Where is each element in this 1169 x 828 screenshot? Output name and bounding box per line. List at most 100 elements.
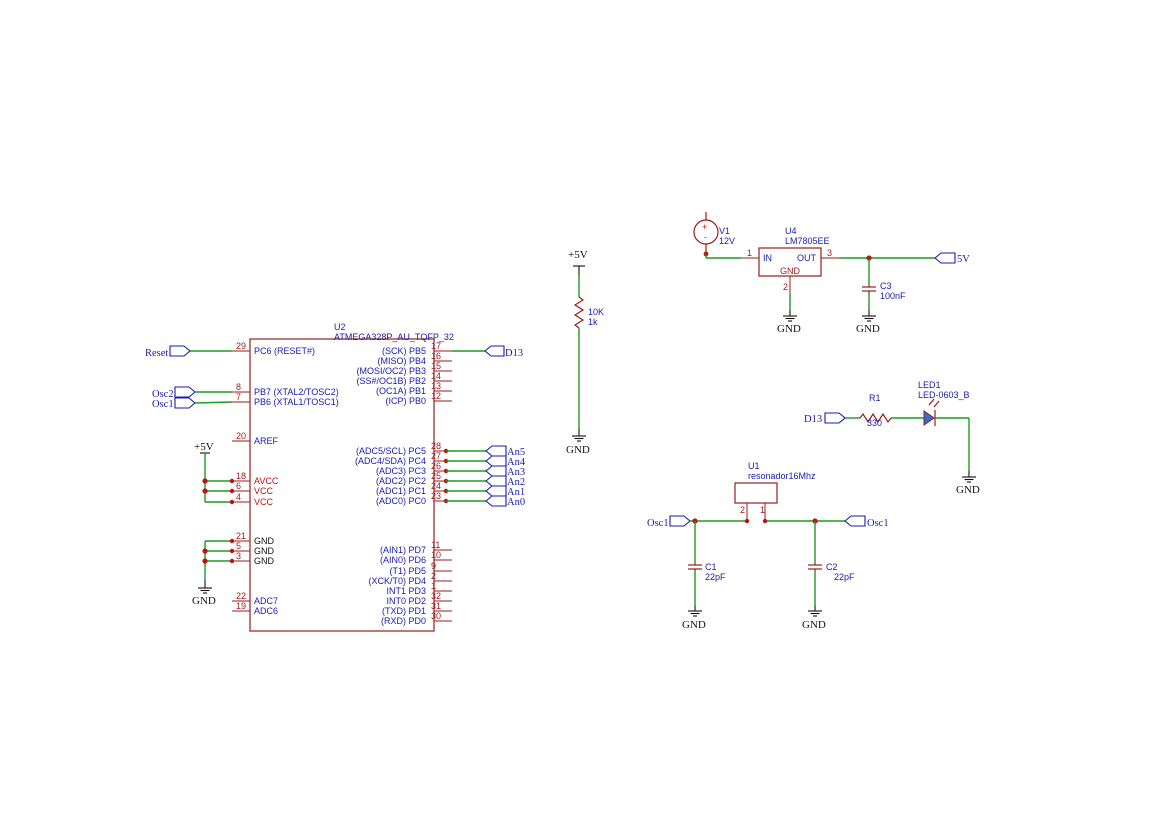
pin-end-dot	[229, 538, 235, 544]
pin-end-dot	[229, 499, 235, 505]
resonator-reference: U1	[748, 461, 760, 471]
atmega-reference: U2	[334, 322, 346, 332]
resonator-circuit: U1 resonador16Mhz 2 1 Osc1 Osc1 C1 22pF	[647, 461, 889, 631]
pin-name: INT0 PD2	[386, 596, 426, 606]
pin-name: (MISO) PB4	[377, 356, 426, 366]
pin-name: (ADC2) PC2	[376, 476, 426, 486]
atmega-right-pin: 30(RXD) PD0	[381, 611, 452, 626]
pin-number: 3	[236, 551, 241, 561]
analog-net-label-text: An1	[507, 487, 525, 498]
analog-net-label-text: An3	[507, 467, 525, 478]
regulator-value: LM7805EE	[785, 236, 830, 246]
regulator-pin-gnd-number: 2	[783, 282, 788, 292]
atmega-right-pin: 12(ICP) PB0	[385, 391, 452, 406]
reset-net-label-text: Reset	[145, 348, 168, 359]
analog-net-label-text: An5	[507, 447, 525, 458]
osc2-net-label-text: Osc2	[152, 389, 174, 400]
reset-net: Reset	[145, 345, 232, 359]
resonator-osc1-right-label-text: Osc1	[867, 518, 889, 529]
c3-gnd-label: GND	[856, 323, 880, 335]
d13-net-mcu: D13	[452, 345, 523, 359]
pin-number: 11	[431, 540, 440, 550]
pin-number: 32	[431, 591, 441, 601]
analog-net: An4	[443, 455, 526, 468]
fivev-net-label-text: 5V	[957, 254, 970, 265]
pin-number: 20	[236, 431, 246, 441]
osc1-wire	[194, 401, 233, 404]
regulator-reference: U4	[785, 226, 797, 236]
r1-value: 330	[867, 418, 882, 428]
pin-number: 28	[431, 441, 441, 451]
atmega-right-pin: 13(OC1A) PB1	[376, 381, 452, 396]
v1-value: 12V	[719, 236, 735, 246]
analog-net-label	[485, 485, 507, 497]
analog-net: An3	[443, 465, 525, 478]
resonator-osc1-right-label	[844, 515, 866, 527]
pin-name: (ADC4/SDA) PC4	[355, 456, 426, 466]
pin-number: 5	[236, 541, 241, 551]
c2-value: 22pF	[834, 572, 855, 582]
pin-name: VCC	[254, 486, 274, 496]
analog-net-label	[485, 445, 507, 457]
pin-name: ADC6	[254, 606, 278, 616]
regulator-pin-out-name: OUT	[797, 253, 817, 263]
atmega-right-pin: 10(AIN0) PD6	[380, 550, 452, 565]
atmega-right-pin: 14 (SS#/OC1B) PB2	[356, 371, 452, 386]
analog-net: An0	[443, 495, 525, 508]
atmega-right-pin: 15(MOSI/OC2) PB3	[356, 361, 452, 376]
pin-number: 23	[431, 491, 441, 501]
c1-reference: C1	[705, 562, 717, 572]
pin-number: 2	[431, 571, 436, 581]
c1-ground-symbol	[688, 605, 702, 617]
analog-net-label	[485, 495, 507, 507]
pin-name: (SS#/OC1B) PB2	[356, 376, 426, 386]
analog-net: An2	[443, 475, 525, 488]
analog-net: An1	[443, 485, 525, 498]
pin-name: (T1) PD5	[389, 566, 426, 576]
pullup-resistor	[573, 296, 585, 329]
pin-name: AREF	[254, 436, 279, 446]
regulator-gnd-label: GND	[777, 323, 801, 335]
atmega-right-pin: 31(TXD) PD1	[382, 601, 452, 616]
pin-name: INT1 PD3	[386, 586, 426, 596]
pin-name: PB7 (XTAL2/TOSC2)	[254, 387, 339, 397]
pin-end-dot	[229, 548, 235, 554]
power-supply-section: + - V1 12V U4 LM7805EE 1 3 IN OUT GND 2 …	[693, 212, 970, 335]
c1-value: 22pF	[705, 572, 726, 582]
pin-number: 30	[431, 611, 441, 621]
analog-net-label	[485, 465, 507, 477]
v1-reference: V1	[719, 226, 730, 236]
pin-number: 10	[431, 550, 441, 560]
atmega-body	[249, 338, 435, 632]
pin-name: (ADC0) PC0	[376, 496, 426, 506]
mcu-ground-net: GND	[192, 538, 235, 607]
pullup-value2: 1k	[588, 317, 598, 327]
analog-net-label-text: An4	[507, 457, 526, 468]
oscillator-nets-left: Osc2 Osc1	[152, 386, 233, 410]
pin-number: 14	[431, 371, 441, 381]
pin-number: 26	[431, 461, 441, 471]
v1-minus-sign: -	[704, 232, 707, 242]
pin-number: 1	[431, 581, 436, 591]
atmega-value: ATMEGA328P_AU_TQFP_32	[334, 332, 454, 342]
pullup-ground-symbol	[572, 435, 586, 442]
pin-number: 7	[236, 392, 241, 402]
c1-gnd-label: GND	[682, 619, 706, 631]
resonator-value: resonador16Mhz	[748, 471, 816, 481]
pin-number: 13	[431, 381, 441, 391]
pin-number: 8	[236, 382, 241, 392]
pin-end-dot	[744, 518, 750, 524]
led-circuit: D13 R1 330 LED1 LED-0603_B GND	[804, 380, 980, 496]
atmega-right-pin: 2(XCK/T0) PD4	[368, 571, 452, 586]
pullup-value1: 10K	[588, 307, 604, 317]
pin-number: 16	[431, 351, 441, 361]
